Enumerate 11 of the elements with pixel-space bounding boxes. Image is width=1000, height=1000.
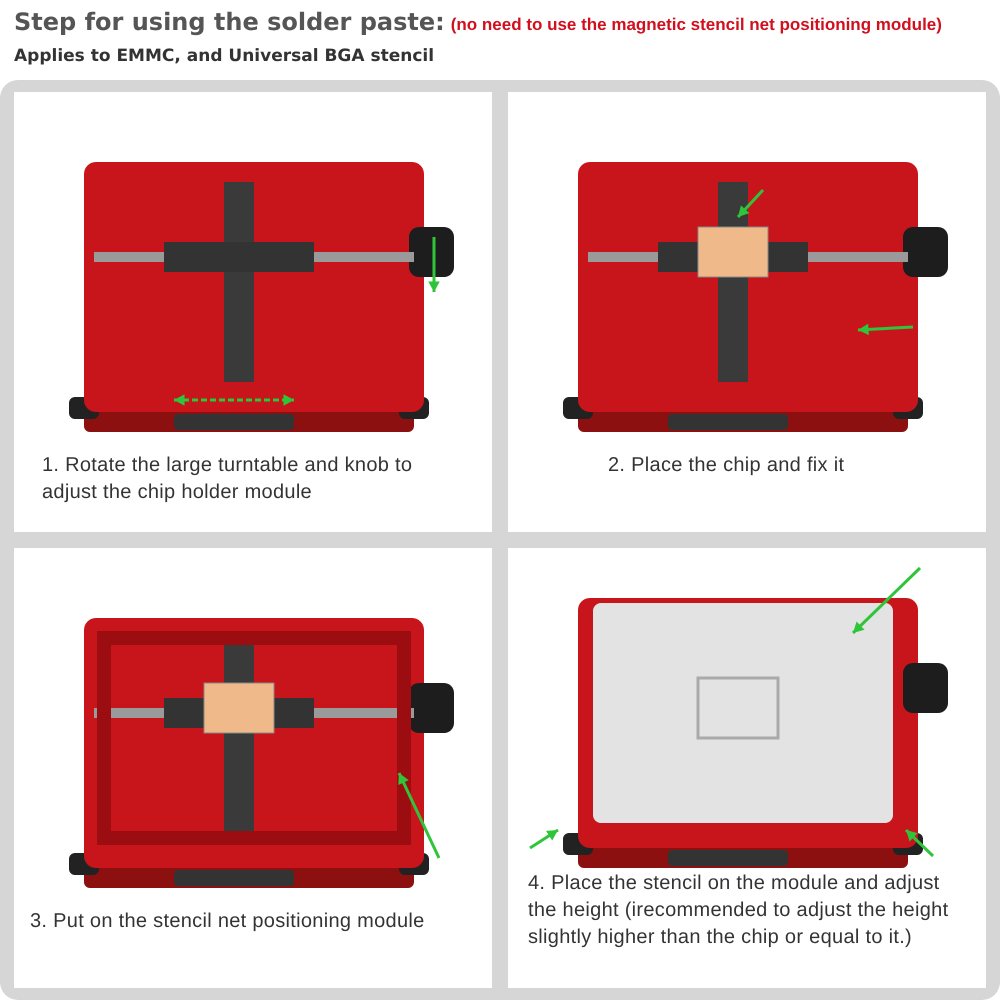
step-panel: [508, 92, 986, 532]
step-text: 1. Rotate the large turntable and knob to adjust the chip holder module: [42, 453, 414, 505]
step-text: 2. Place the chip and fix it: [608, 453, 846, 478]
step-panel: [14, 548, 492, 988]
step-text: 3. Put on the stencil net positioning module: [30, 909, 426, 934]
title: Step for using the solder paste:: [14, 8, 445, 36]
step-panel: [508, 548, 986, 988]
step-panel: [14, 92, 492, 532]
note: (no need to use the magnetic stencil net positioning module): [450, 15, 942, 34]
subtitle: Applies to EMMC, and Universal BGA stencil: [14, 46, 434, 66]
step-text: 4. Place the stencil on the module and adjust the height (irecommended to adjust the height slightly higher than the chip or equal to it.): [528, 871, 950, 950]
